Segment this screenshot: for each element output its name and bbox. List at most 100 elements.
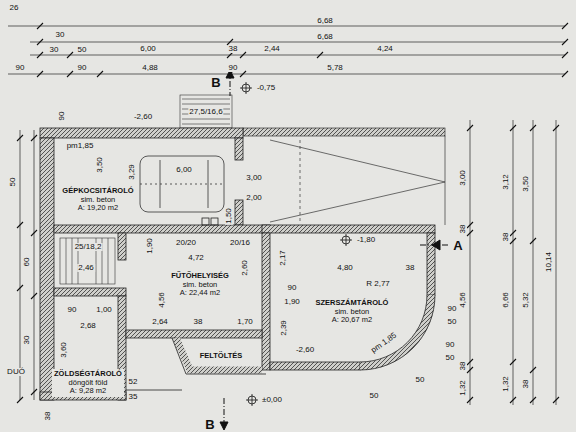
dimension-ticks-line: [562, 23, 568, 29]
dimension-label: 27,5/16,6: [188, 108, 223, 116]
ramp: [243, 128, 445, 225]
dimension-label: 4,56: [158, 291, 166, 309]
dimension-label: pm 1,85: [369, 331, 399, 355]
dimension-label: 20/20: [175, 239, 197, 247]
dimension-label: 4,80: [336, 264, 354, 272]
dimension-label: 38: [193, 318, 204, 326]
dimension-label: 90: [15, 64, 26, 72]
dimension-label: 30: [55, 31, 66, 39]
room-name: ZÖLDSÉGTÁROLÓ: [54, 370, 122, 379]
dimension-lines-line: [556, 120, 557, 405]
dimension-label: 35: [128, 393, 139, 401]
dimension-ticks-line: [553, 125, 559, 131]
dimension-label: 50: [415, 376, 426, 384]
dimension-label: 90: [58, 111, 66, 122]
dimension-label: 1,32: [459, 379, 467, 397]
dimension-lines-line: [30, 42, 565, 43]
dimension-label: 4,56: [459, 291, 467, 309]
dimension-label: 1,70: [236, 318, 254, 326]
dimension-label: 38: [44, 411, 52, 422]
dimension-ticks-line: [67, 71, 73, 77]
walls: [40, 128, 435, 400]
dimension-ticks-line: [67, 52, 73, 58]
car-outline: [140, 156, 224, 212]
room-label: ZÖLDSÉGTÁROLÓdöngölt földA: 9,28 m2: [52, 369, 124, 397]
dimension-label: 6,68: [316, 17, 334, 25]
dimension-label: 38: [459, 361, 467, 372]
dimension-label: 38: [502, 232, 510, 243]
section-marks: [220, 70, 448, 430]
dimension-label: 1,90: [283, 298, 301, 306]
dimension-label: DUÓ: [6, 368, 26, 376]
dimension-ticks-line: [31, 135, 37, 141]
dimension-label: 6,00: [175, 166, 193, 174]
dimension-ticks-line: [31, 230, 37, 236]
dimension-ticks-line: [467, 222, 473, 228]
level-markers-path: [340, 234, 352, 246]
dimension-ticks-line: [467, 230, 473, 236]
dimension-label: 2,68: [79, 322, 97, 330]
floor-material: sim. beton: [62, 196, 133, 205]
room-label: FŰTŐHELYISÉGsim. betonA: 22,44 m2: [169, 271, 231, 299]
dimension-ticks-line: [467, 397, 473, 403]
dimension-label: 2,46: [77, 264, 95, 272]
stairs-path: [182, 99, 230, 124]
dimension-ticks: [17, 23, 568, 403]
dimension-label: 2,17: [279, 249, 287, 267]
dimension-label: 50: [445, 354, 456, 362]
floor-material: döngölt föld: [54, 379, 122, 388]
floor-material: sim. beton: [171, 281, 229, 290]
dimension-ticks-line: [553, 397, 559, 403]
ramp-line: [270, 182, 445, 222]
section-mark: B: [210, 76, 221, 89]
room-name: GÉPKOCSITÁROLÓ: [62, 187, 133, 196]
dimension-lines-line: [8, 74, 565, 75]
walls-rect: [211, 218, 218, 225]
walls-rect: [40, 138, 54, 400]
section-marks-path: [220, 422, 228, 430]
dimension-label: 38: [228, 45, 239, 53]
dimension-ticks-line: [17, 135, 23, 141]
dimension-label: -1,80: [356, 236, 376, 244]
dimension-label: 60: [23, 257, 31, 268]
dimension-ticks-line: [467, 367, 473, 373]
dimension-ticks-line: [467, 359, 473, 365]
ramp-line: [270, 140, 445, 182]
car-outline-line: [140, 184, 224, 185]
dimension-label: 3,12: [502, 173, 510, 191]
dimension-label: 6,68: [316, 33, 334, 41]
dimension-label: 2,64: [151, 318, 169, 326]
dimension-ticks-line: [510, 359, 516, 365]
dimension-label: 90: [287, 284, 298, 292]
walls-rect: [427, 233, 435, 295]
dimension-ticks-line: [17, 222, 23, 228]
dimension-ticks-line: [562, 52, 568, 58]
dimension-label: 5,32: [522, 291, 530, 309]
dimension-label: 50: [447, 318, 458, 326]
dimension-ticks-line: [530, 125, 536, 131]
dimension-label: ±0,00: [261, 396, 283, 404]
dimension-label: 50: [77, 46, 88, 54]
dimension-ticks-line: [37, 52, 43, 58]
dimension-label: 2,39: [280, 319, 288, 337]
dimension-label: -2,60: [295, 346, 315, 354]
stairs-rect: [60, 238, 115, 284]
dimension-label: 90: [67, 306, 78, 314]
car-outline-rect: [140, 156, 224, 212]
walls-path: [176, 338, 262, 370]
walls-rect: [235, 138, 243, 160]
walls-rect: [118, 233, 126, 260]
room-name: FELTÖLTÉS: [200, 352, 243, 361]
dimension-ticks-line: [530, 397, 536, 403]
dimension-label: 3,29: [128, 163, 136, 181]
room-area: A: 20,67 m2: [316, 316, 389, 325]
dimension-label: 90: [447, 305, 458, 313]
floor-material: sim. beton: [316, 308, 389, 317]
dimension-label: 6,00: [139, 45, 157, 53]
dimension-label: pm1,85: [66, 142, 95, 150]
dimension-ticks-line: [240, 52, 246, 58]
section-marks-path: [432, 240, 440, 250]
dimension-label: 2,60: [241, 259, 249, 277]
dimension-label: 90: [445, 341, 456, 349]
walls-rect: [54, 288, 126, 296]
